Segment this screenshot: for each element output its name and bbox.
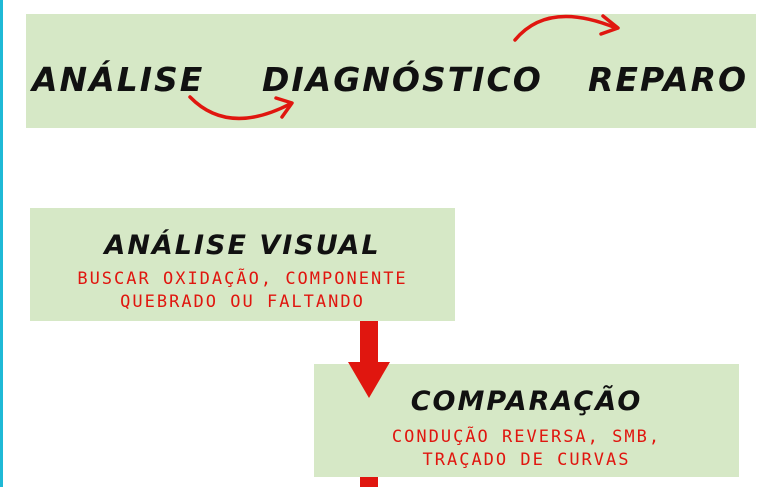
step-reparo: REPARO	[588, 60, 749, 99]
left-edge-stripe	[0, 0, 3, 487]
step-diagnostico: DIAGNÓSTICO	[262, 60, 543, 99]
analise-visual-box: ANÁLISE VISUAL BUSCAR OXIDAÇÃO, COMPONEN…	[30, 208, 455, 321]
analise-visual-title: ANÁLISE VISUAL	[104, 230, 381, 261]
comparacao-box: COMPARAÇÃO CONDUÇÃO REVERSA, SMB, TRAÇAD…	[314, 364, 739, 477]
step-analise: ANÁLISE	[32, 60, 205, 99]
down-arrow-icon	[360, 477, 378, 487]
curved-arrow-icon	[188, 95, 294, 121]
analise-visual-subtitle-line-2: QUEBRADO OU FALTANDO	[120, 292, 365, 312]
comparacao-title: COMPARAÇÃO	[410, 386, 643, 417]
analise-visual-subtitle-line-1: BUSCAR OXIDAÇÃO, COMPONENTE	[77, 269, 408, 289]
process-panel: ANÁLISE DIAGNÓSTICO REPARO	[26, 14, 756, 128]
curved-arrow-icon	[513, 14, 620, 42]
down-arrow-icon	[348, 321, 390, 398]
comparacao-subtitle-line-1: CONDUÇÃO REVERSA, SMB,	[391, 427, 662, 447]
comparacao-subtitle-line-2: TRAÇADO DE CURVAS	[422, 450, 631, 470]
